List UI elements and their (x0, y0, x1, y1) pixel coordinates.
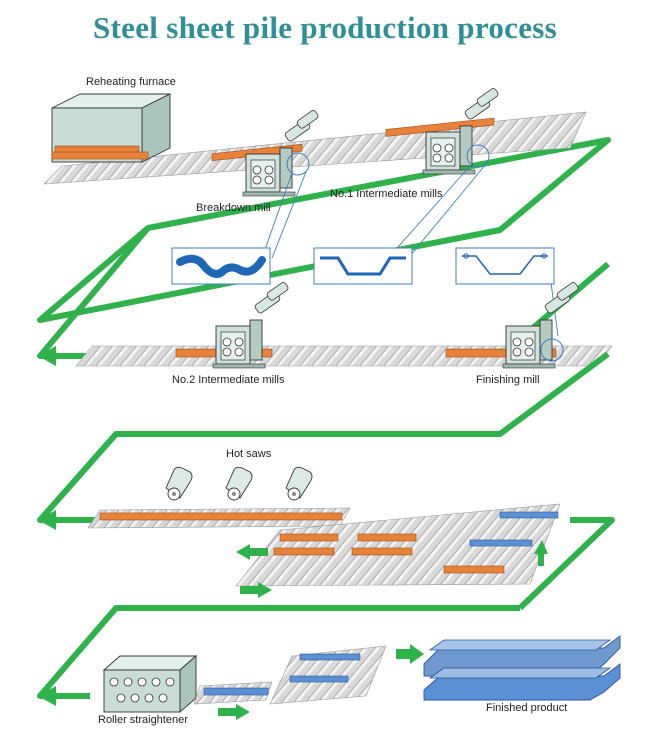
no1-zoom-circle (466, 144, 490, 168)
zoom-line-2b (409, 163, 487, 257)
cut-bar-5 (443, 565, 505, 574)
zoom-line-1b (271, 171, 307, 259)
cut-bar-1 (279, 533, 339, 542)
label-hot-saws: Hot saws (226, 448, 272, 460)
cross-section-breakdown (171, 247, 271, 285)
cooled-bar-2 (469, 539, 533, 547)
cross-section-finishing (455, 247, 555, 285)
diagram-title: Steel sheet pile production process (92, 10, 557, 45)
label-finishing-mill: Finishing mill (476, 374, 540, 386)
hot-saw-2 (225, 466, 253, 501)
flow-arrow-right-3 (396, 644, 424, 664)
finished-product-stack (423, 635, 621, 701)
cut-bar-3 (273, 547, 335, 556)
label-breakdown-mill: Breakdown mill (196, 202, 271, 214)
level-4-outline (37, 605, 520, 699)
slab-1 (51, 151, 149, 160)
cross-section-intermediate (313, 247, 413, 285)
flow-arrow-left-1 (236, 544, 268, 560)
cut-bar-2 (357, 533, 417, 542)
breakdown-zoom-circle (286, 152, 310, 176)
hot-saw-1 (165, 466, 193, 501)
finishing-zoom-circle (540, 338, 564, 362)
level-3-outline-right (517, 517, 615, 611)
hot-bar-no1 (385, 117, 495, 137)
flow-arrow-right-2 (218, 704, 250, 720)
hot-bar-finishing (445, 348, 557, 358)
hot-saw-3 (285, 466, 313, 501)
hot-bar-saw (99, 512, 343, 521)
roller-straightener (102, 655, 198, 713)
inspect-bar-1 (299, 653, 361, 661)
label-reheating-furnace: Reheating furnace (86, 76, 176, 88)
cut-bar-4 (351, 547, 413, 556)
cooled-bar-1 (499, 511, 559, 519)
label-no1-intermediate-mills: No.1 Intermediate mills (330, 188, 443, 200)
flow-arrowhead-4 (38, 686, 56, 706)
inspection-table (269, 645, 387, 705)
straight-bar (203, 687, 269, 696)
zoom-line-2a (389, 165, 471, 257)
label-finished-product: Finished product (486, 702, 568, 714)
flow-arrow-right-1 (240, 582, 272, 598)
flow-arrowhead-3 (38, 510, 56, 530)
flow-arrow-up-1 (534, 540, 548, 566)
label-no2-intermediate-mills: No.2 Intermediate mills (172, 374, 285, 386)
inspect-bar-2 (289, 675, 349, 683)
flow-arrowhead-2 (38, 346, 56, 366)
zoom-line-1a (261, 172, 293, 259)
label-roller-straightener: Roller straightener (98, 714, 188, 726)
cooling-bed (235, 503, 561, 587)
